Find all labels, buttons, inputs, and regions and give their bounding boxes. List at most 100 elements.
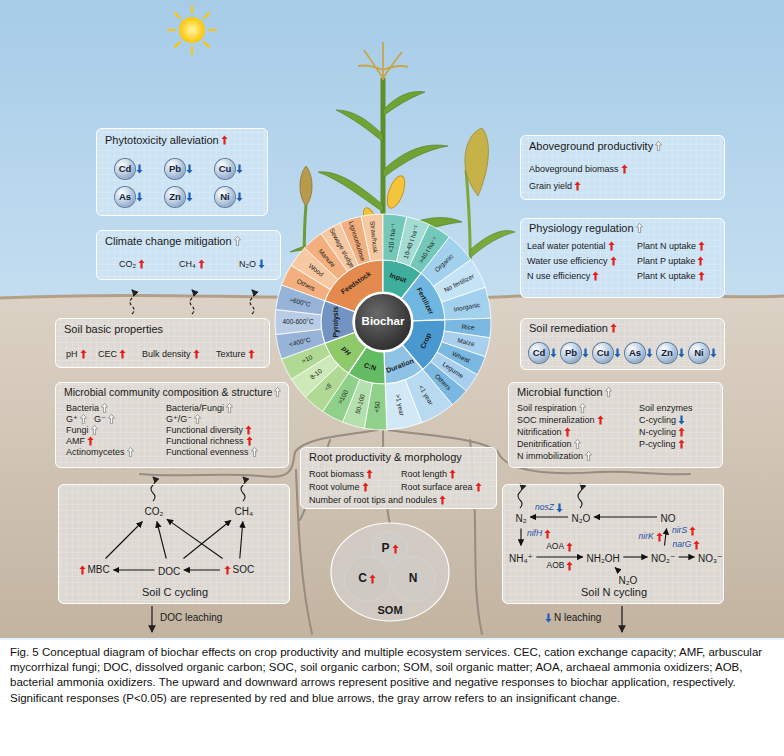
flow-arrow <box>664 529 666 546</box>
biochar-label: Biochar <box>362 315 405 328</box>
panel-fill <box>520 218 725 298</box>
sun <box>168 6 216 54</box>
text-item: Leaf water potential <box>527 241 615 251</box>
species-label: N₂O <box>619 575 638 587</box>
metal-ball: Ni <box>689 343 709 363</box>
response-arrow <box>80 349 87 359</box>
text-item: Plant N uptake <box>637 241 705 251</box>
wheel-level-label: >40 t ha⁻¹ <box>417 235 439 264</box>
item-label: Actinomycetes <box>66 447 125 457</box>
species-node: NO₂⁻ <box>649 547 677 567</box>
response-arrow <box>656 142 662 151</box>
text-item: Soil enzymes <box>639 403 693 413</box>
response-arrow <box>579 404 585 413</box>
response-arrow <box>449 470 455 479</box>
species-label: NH₂OH <box>587 553 620 565</box>
response-arrow <box>366 469 373 479</box>
oxidizer-label: AOB <box>547 561 565 571</box>
item-label: Water use efficiency <box>527 256 608 266</box>
gene-label: nosZ <box>535 503 554 513</box>
metal-symbol: Cu <box>219 164 232 175</box>
physiology-panel: Physiology regulationLeaf water potentia… <box>520 218 725 298</box>
text-item: Root productivity & morphology <box>309 451 462 464</box>
root-panel: Root productivity & morphologyRoot bioma… <box>300 447 497 509</box>
item-label: Aboveground biomass <box>529 164 619 174</box>
response-arrow <box>608 242 614 251</box>
panel-fill <box>520 318 725 370</box>
response-arrow <box>362 482 369 492</box>
left-plant <box>300 166 312 206</box>
wheel-level-label: <8 <box>323 382 333 392</box>
flow-arrow <box>167 519 223 558</box>
flow-arrow <box>679 556 695 557</box>
text-item: Root biomass <box>309 469 373 479</box>
text-item: DOC <box>158 566 180 578</box>
text-item: Soil respiration <box>517 403 586 413</box>
text-item: N use efficiency <box>527 271 599 281</box>
text-item: Denitrification <box>517 439 581 449</box>
item-label: AMF <box>66 436 85 446</box>
text-item: Pb <box>565 348 577 359</box>
text-item: Functional evenness <box>166 447 258 457</box>
wheel-level-sector <box>442 287 491 319</box>
metal-symbol: Pb <box>169 164 181 175</box>
flow-arrow <box>240 522 243 559</box>
text-item: Zn <box>661 348 673 359</box>
wheel-level-label: >600°C <box>289 296 312 308</box>
sun <box>209 29 216 31</box>
wheel-category-label: Pyrolysis <box>332 306 340 337</box>
metal-symbol: As <box>629 348 641 359</box>
wheel-level-label: <10 t ha⁻¹ <box>387 223 398 253</box>
panel-fill <box>502 484 724 604</box>
response-arrow <box>697 256 704 266</box>
response-arrow <box>186 192 192 201</box>
text-item: Texture <box>216 349 255 359</box>
response-arrow <box>127 448 133 457</box>
response-arrow <box>698 257 704 266</box>
som-ellipse <box>331 523 449 621</box>
remediation-panel: CdPbCuAsZnNiSoil remediation <box>520 318 725 370</box>
text-item: CH₄ <box>235 506 254 518</box>
response-arrow <box>79 565 85 574</box>
response-arrow <box>710 348 717 358</box>
response-arrow <box>698 271 705 281</box>
flow-arrow <box>594 516 657 517</box>
maize-plant <box>383 92 425 116</box>
response-arrow <box>621 164 628 174</box>
text-item: Microbial community composition & struct… <box>64 386 281 398</box>
text-item: N₂O <box>239 259 265 269</box>
metal-ball: Cu <box>215 159 235 179</box>
wheel-level-label: Inorganic <box>453 301 481 313</box>
sun <box>191 47 193 54</box>
species-label: NO <box>661 513 676 525</box>
text-item: C <box>358 572 376 586</box>
response-arrow <box>564 428 570 437</box>
soil-properties-panel: Soil basic propertiespHCECBulk densityTe… <box>55 318 270 368</box>
wheel-level-label: Others <box>296 277 317 292</box>
item-label: Root surface area <box>401 482 473 492</box>
species-label: MBC <box>88 564 110 576</box>
metal-ball: As <box>115 187 135 207</box>
wheel-level-label: 50-100 <box>353 393 366 415</box>
response-arrow <box>245 426 251 435</box>
response-arrow <box>369 574 376 584</box>
text-item: CO₂ <box>145 506 164 518</box>
item-label: G⁻ <box>94 414 106 424</box>
panel-heading: Root productivity & morphology <box>309 451 462 464</box>
metal-ball: Cu <box>593 343 613 363</box>
species-node: CO₂ <box>143 500 166 520</box>
response-arrow <box>91 426 97 435</box>
leaching-label: DOC leaching <box>160 612 222 624</box>
wheel-level-label: <50 <box>373 401 381 413</box>
text-item: N <box>409 572 418 586</box>
item-label: Grain yield <box>529 181 572 191</box>
wheel-category-label: pH <box>340 345 352 357</box>
response-arrow <box>79 565 86 575</box>
wheel-level-label: Wheat <box>451 349 471 363</box>
text-item: N-cycling <box>639 427 685 437</box>
text-item: Phytotoxicity alleviation <box>105 134 228 147</box>
response-arrow <box>698 241 705 251</box>
metal-ball: Zn <box>165 187 185 207</box>
species-node: CH₄ <box>233 500 256 520</box>
wheel-level-label: 10-40 t ha⁻¹ <box>401 224 419 259</box>
